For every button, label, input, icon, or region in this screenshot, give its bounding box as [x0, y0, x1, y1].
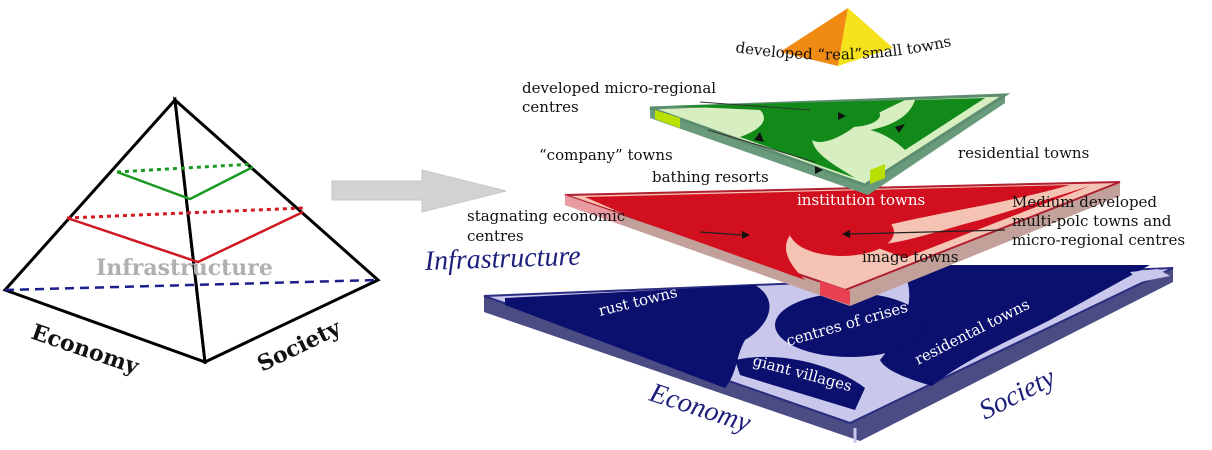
transition-arrow	[331, 169, 507, 213]
company-towns-label: “company” towns	[539, 146, 673, 164]
stagnating-region	[620, 205, 780, 265]
residental-towns-region	[880, 265, 1150, 386]
residential-towns-label: residential towns	[958, 144, 1089, 162]
red-layer: institution towns stagnating economic ce…	[467, 181, 1185, 306]
red-layer-edge	[565, 182, 1120, 306]
micro-regional-leader	[699, 101, 811, 111]
medium-arrowhead	[842, 230, 850, 238]
green-arrowhead-left	[754, 132, 764, 142]
left-pyramid-base-hidden	[4, 278, 379, 292]
red-region-right	[870, 186, 1090, 258]
medium-developed-label-1: Medium developed	[1012, 193, 1157, 211]
bathing-resorts-label: bathing resorts	[652, 168, 769, 186]
infrastructure-italic-label: Infrastructure	[423, 241, 581, 277]
apex-face-right	[838, 8, 893, 66]
green-layer-edge	[650, 95, 1005, 195]
left-infrastructure-label: Infrastructure	[96, 255, 273, 281]
red-level-front	[66, 210, 304, 264]
red-edge-left	[565, 195, 620, 224]
green-level-front	[116, 165, 254, 201]
developed-micro-regional-label-1: developed micro-regional	[522, 79, 716, 97]
institution-towns-label: institution towns	[797, 191, 925, 209]
stagnating-label-1: stagnating economic	[467, 207, 625, 225]
blue-layer-edge	[484, 268, 1173, 441]
green-level-dotted	[116, 162, 254, 174]
image-towns-label: image towns	[862, 248, 958, 266]
image-towns-region	[790, 208, 894, 256]
medium-developed-label-2: multi-polc towns and	[1012, 212, 1172, 230]
left-pyramid-face-right	[173, 96, 381, 365]
green-region-center	[820, 103, 880, 127]
stagnating-label-2: centres	[467, 227, 524, 245]
left-pyramid: Infrastructure Economy Society	[2, 96, 381, 380]
stagnating-arrowhead	[742, 231, 750, 239]
giant-villages-region	[735, 356, 865, 410]
apex-pyramid: developed “real”small towns	[734, 8, 953, 66]
green-arrowhead-right	[895, 124, 905, 133]
apex-face-left	[780, 8, 848, 66]
green-accent-left	[655, 110, 680, 128]
medium-arrow	[849, 229, 1006, 235]
green-layer: developed micro-regional centres “compan…	[522, 79, 1089, 195]
green-arrowhead-top	[838, 112, 846, 120]
green-arrowhead-bottom	[815, 166, 823, 174]
stagnating-arrow	[699, 231, 743, 236]
green-region-right	[870, 98, 985, 150]
centres-of-crises-region	[775, 293, 925, 357]
rust-towns-region	[505, 285, 770, 388]
medium-developed-label-3: micro-regional centres	[1012, 231, 1185, 249]
company-towns-leader	[707, 129, 816, 163]
red-edge-mid	[820, 281, 850, 305]
blue-corner-light	[1130, 269, 1170, 282]
green-accent-mid	[870, 164, 885, 184]
developed-micro-regional-label-2: centres	[522, 98, 579, 116]
